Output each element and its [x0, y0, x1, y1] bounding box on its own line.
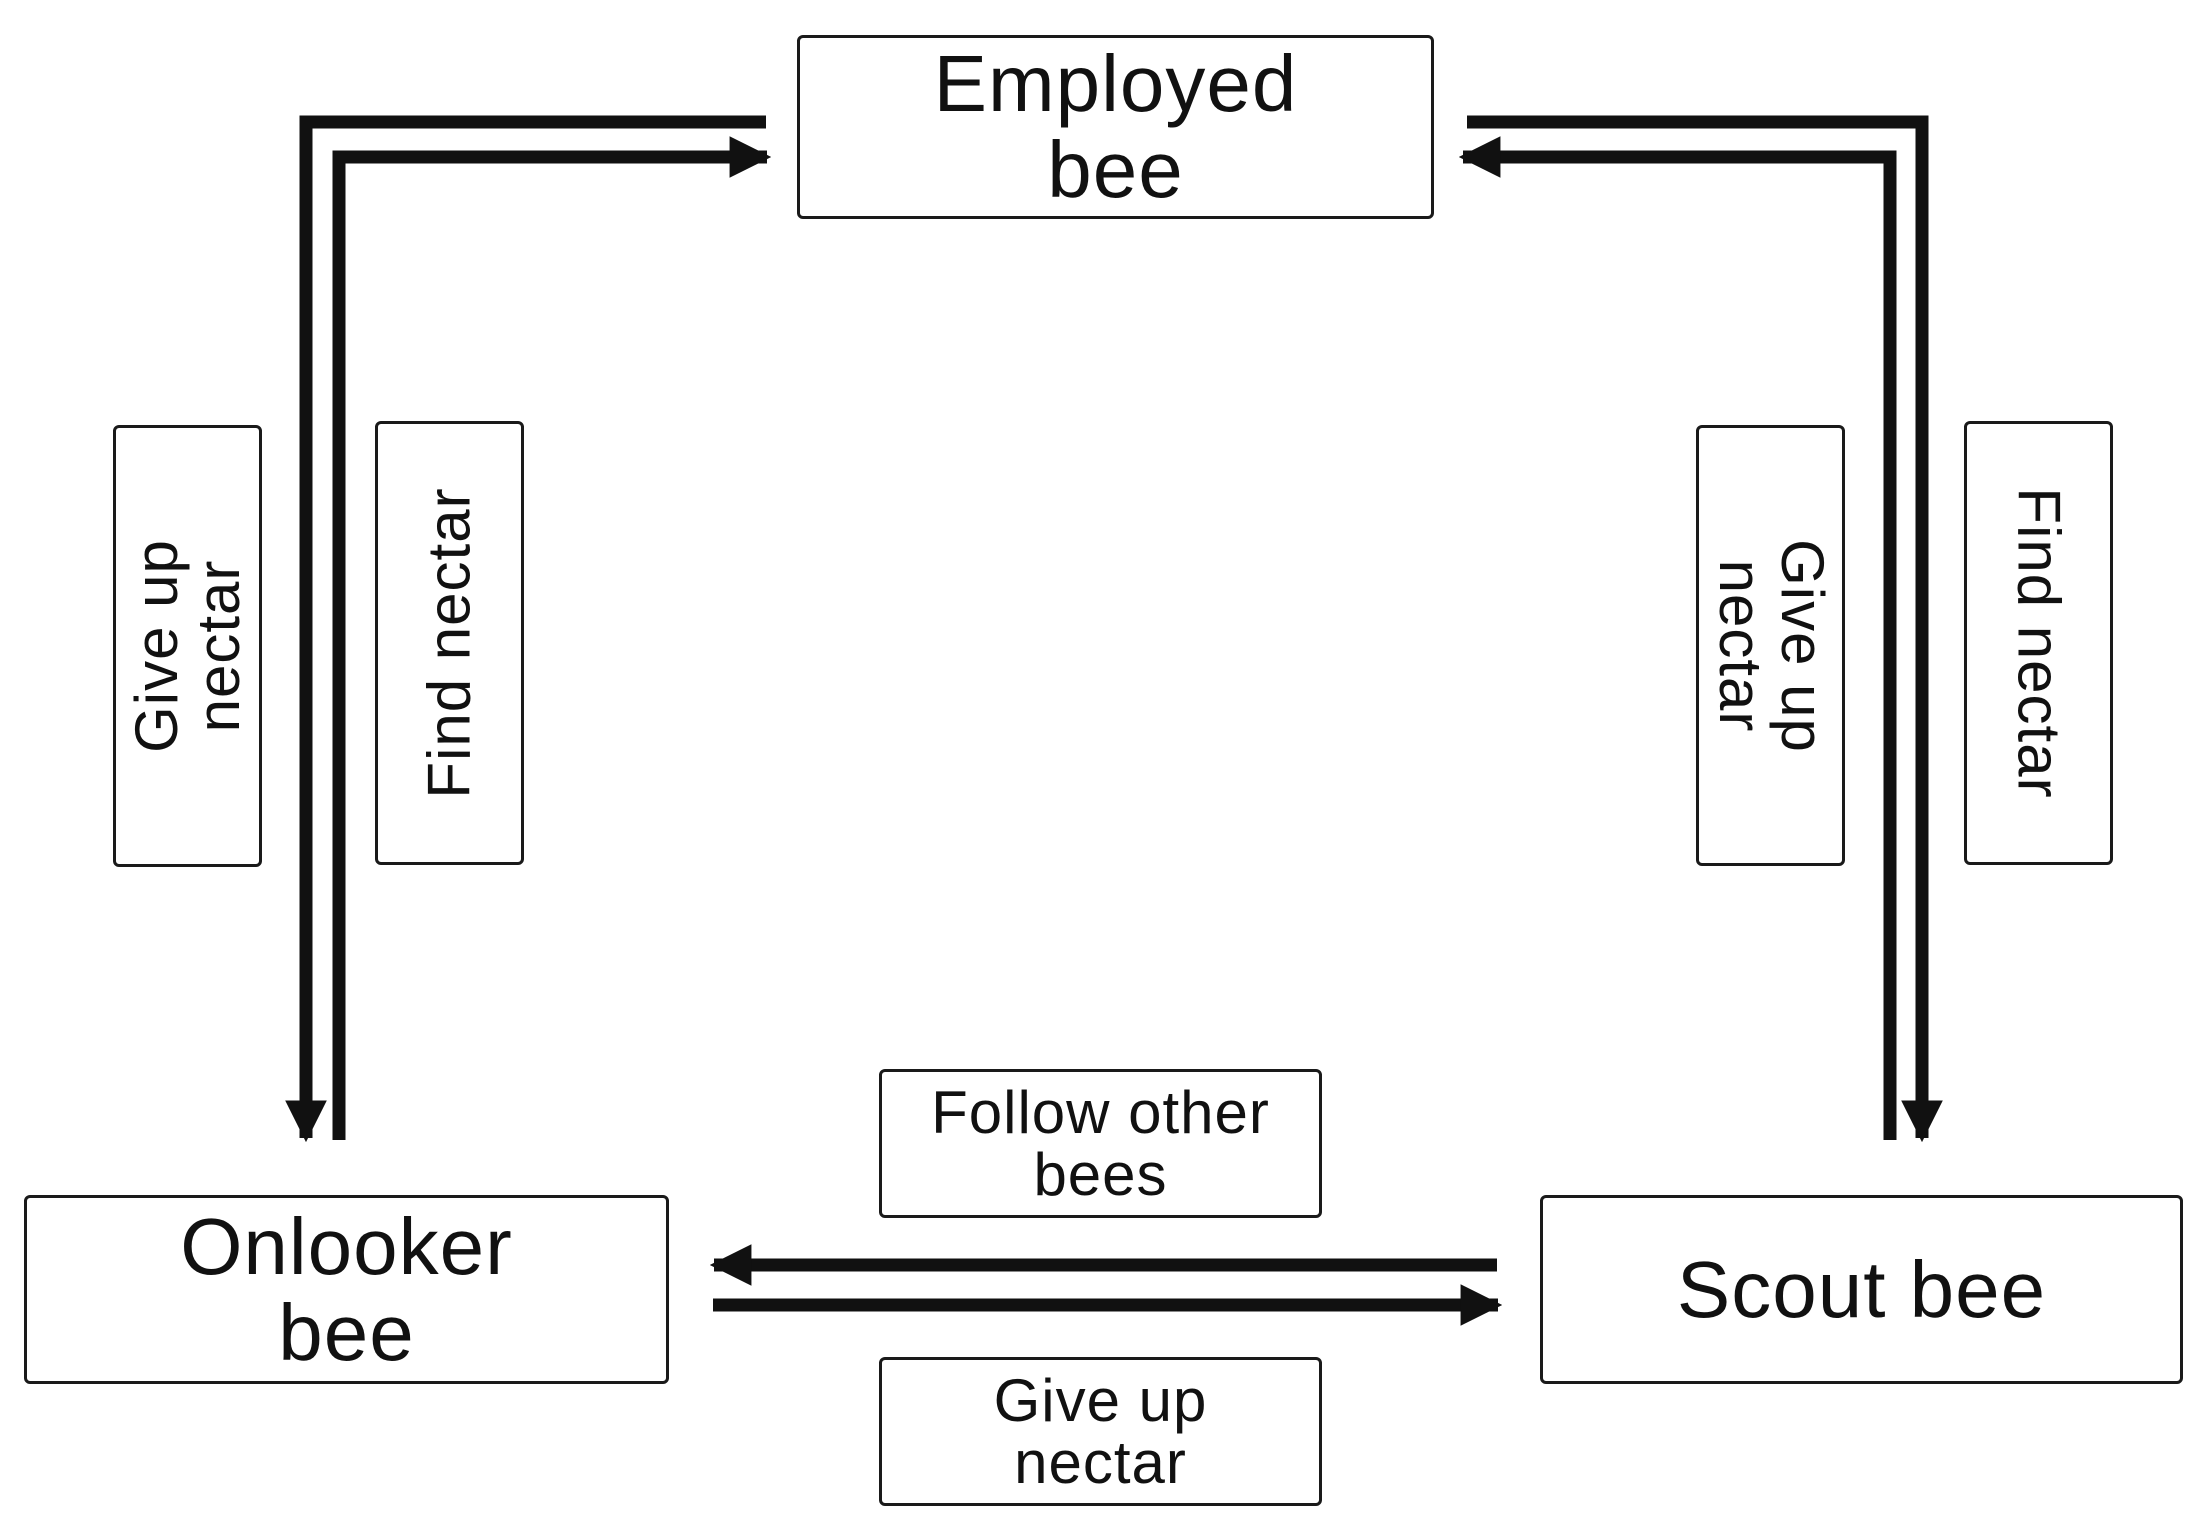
label-right-find-nectar: Find nectar — [1964, 421, 2113, 865]
arrow-scout-to-employed — [1458, 136, 1897, 1140]
label-left-give-up-nectar: Give up nectar — [113, 425, 262, 867]
scout-bee-label: Scout bee — [1676, 1244, 2047, 1334]
employed-bee-label: Employed bee — [933, 39, 1298, 214]
label-right-give-up-nectar: Give up nectar — [1696, 425, 1845, 866]
scout-bee-node: Scout bee — [1540, 1195, 2183, 1384]
onlooker-bee-node: Onlooker bee — [24, 1195, 669, 1384]
label-bottom-give-up-nectar: Give up nectar — [879, 1357, 1322, 1506]
label-left-find-nectar: Find nectar — [375, 421, 524, 865]
onlooker-bee-label: Onlooker bee — [180, 1201, 513, 1377]
arrow-onlooker-to-employed — [332, 136, 772, 1140]
label-follow-other-bees: Follow other bees — [879, 1069, 1322, 1218]
arrow-employed-to-onlooker — [285, 115, 766, 1143]
arrow-employed-to-scout — [1467, 115, 1943, 1143]
employed-bee-node: Employed bee — [797, 35, 1434, 219]
